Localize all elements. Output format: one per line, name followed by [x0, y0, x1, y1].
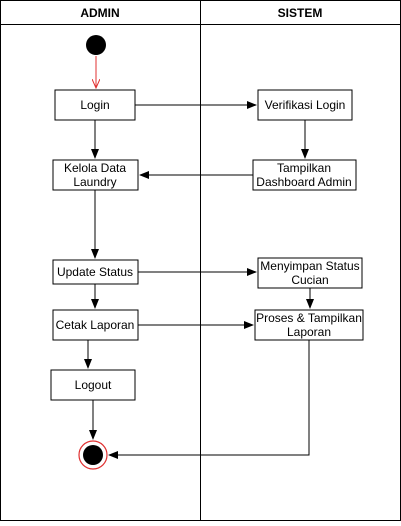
activity-proses-tampilkan-laporan[interactable]: Proses & Tampilkan Laporan	[254, 309, 364, 341]
activity-label: Login	[80, 98, 109, 112]
activity-label-line2: Laporan	[287, 325, 331, 339]
activity-label-line2: Dashboard Admin	[256, 175, 351, 189]
activity-label-line1: Tampilkan	[277, 161, 331, 175]
lane-header-sistem: SISTEM	[278, 6, 323, 20]
activity-label-line1: Menyimpan Status	[260, 259, 359, 273]
activity-label-line2: Laundry	[73, 175, 116, 189]
activity-label-line1: Kelola Data	[64, 161, 126, 175]
activity-tampilkan-dashboard[interactable]: Tampilkan Dashboard Admin	[252, 159, 357, 191]
activity-login[interactable]: Login	[54, 89, 136, 121]
activity-kelola-data-laundry[interactable]: Kelola Data Laundry	[52, 159, 139, 191]
lane-header-admin: ADMIN	[80, 6, 119, 20]
activity-label: Verifikasi Login	[265, 98, 346, 112]
activity-cetak-laporan[interactable]: Cetak Laporan	[52, 309, 139, 341]
flow-proses-to-end	[108, 340, 310, 459]
activity-label: Logout	[75, 378, 112, 392]
activity-update-status[interactable]: Update Status	[52, 259, 139, 285]
activity-logout[interactable]: Logout	[50, 369, 136, 401]
activity-label-line2: Cucian	[291, 273, 328, 287]
end-node	[78, 440, 108, 470]
activity-verifikasi-login[interactable]: Verifikasi Login	[257, 89, 353, 121]
flow-connectors	[84, 101, 314, 459]
activity-menyimpan-status-cucian[interactable]: Menyimpan Status Cucian	[257, 257, 363, 289]
activity-label: Cetak Laporan	[56, 318, 135, 332]
activity-label: Update Status	[57, 265, 133, 279]
activity-label-line1: Proses & Tampilkan	[256, 311, 362, 325]
start-node	[86, 35, 106, 55]
